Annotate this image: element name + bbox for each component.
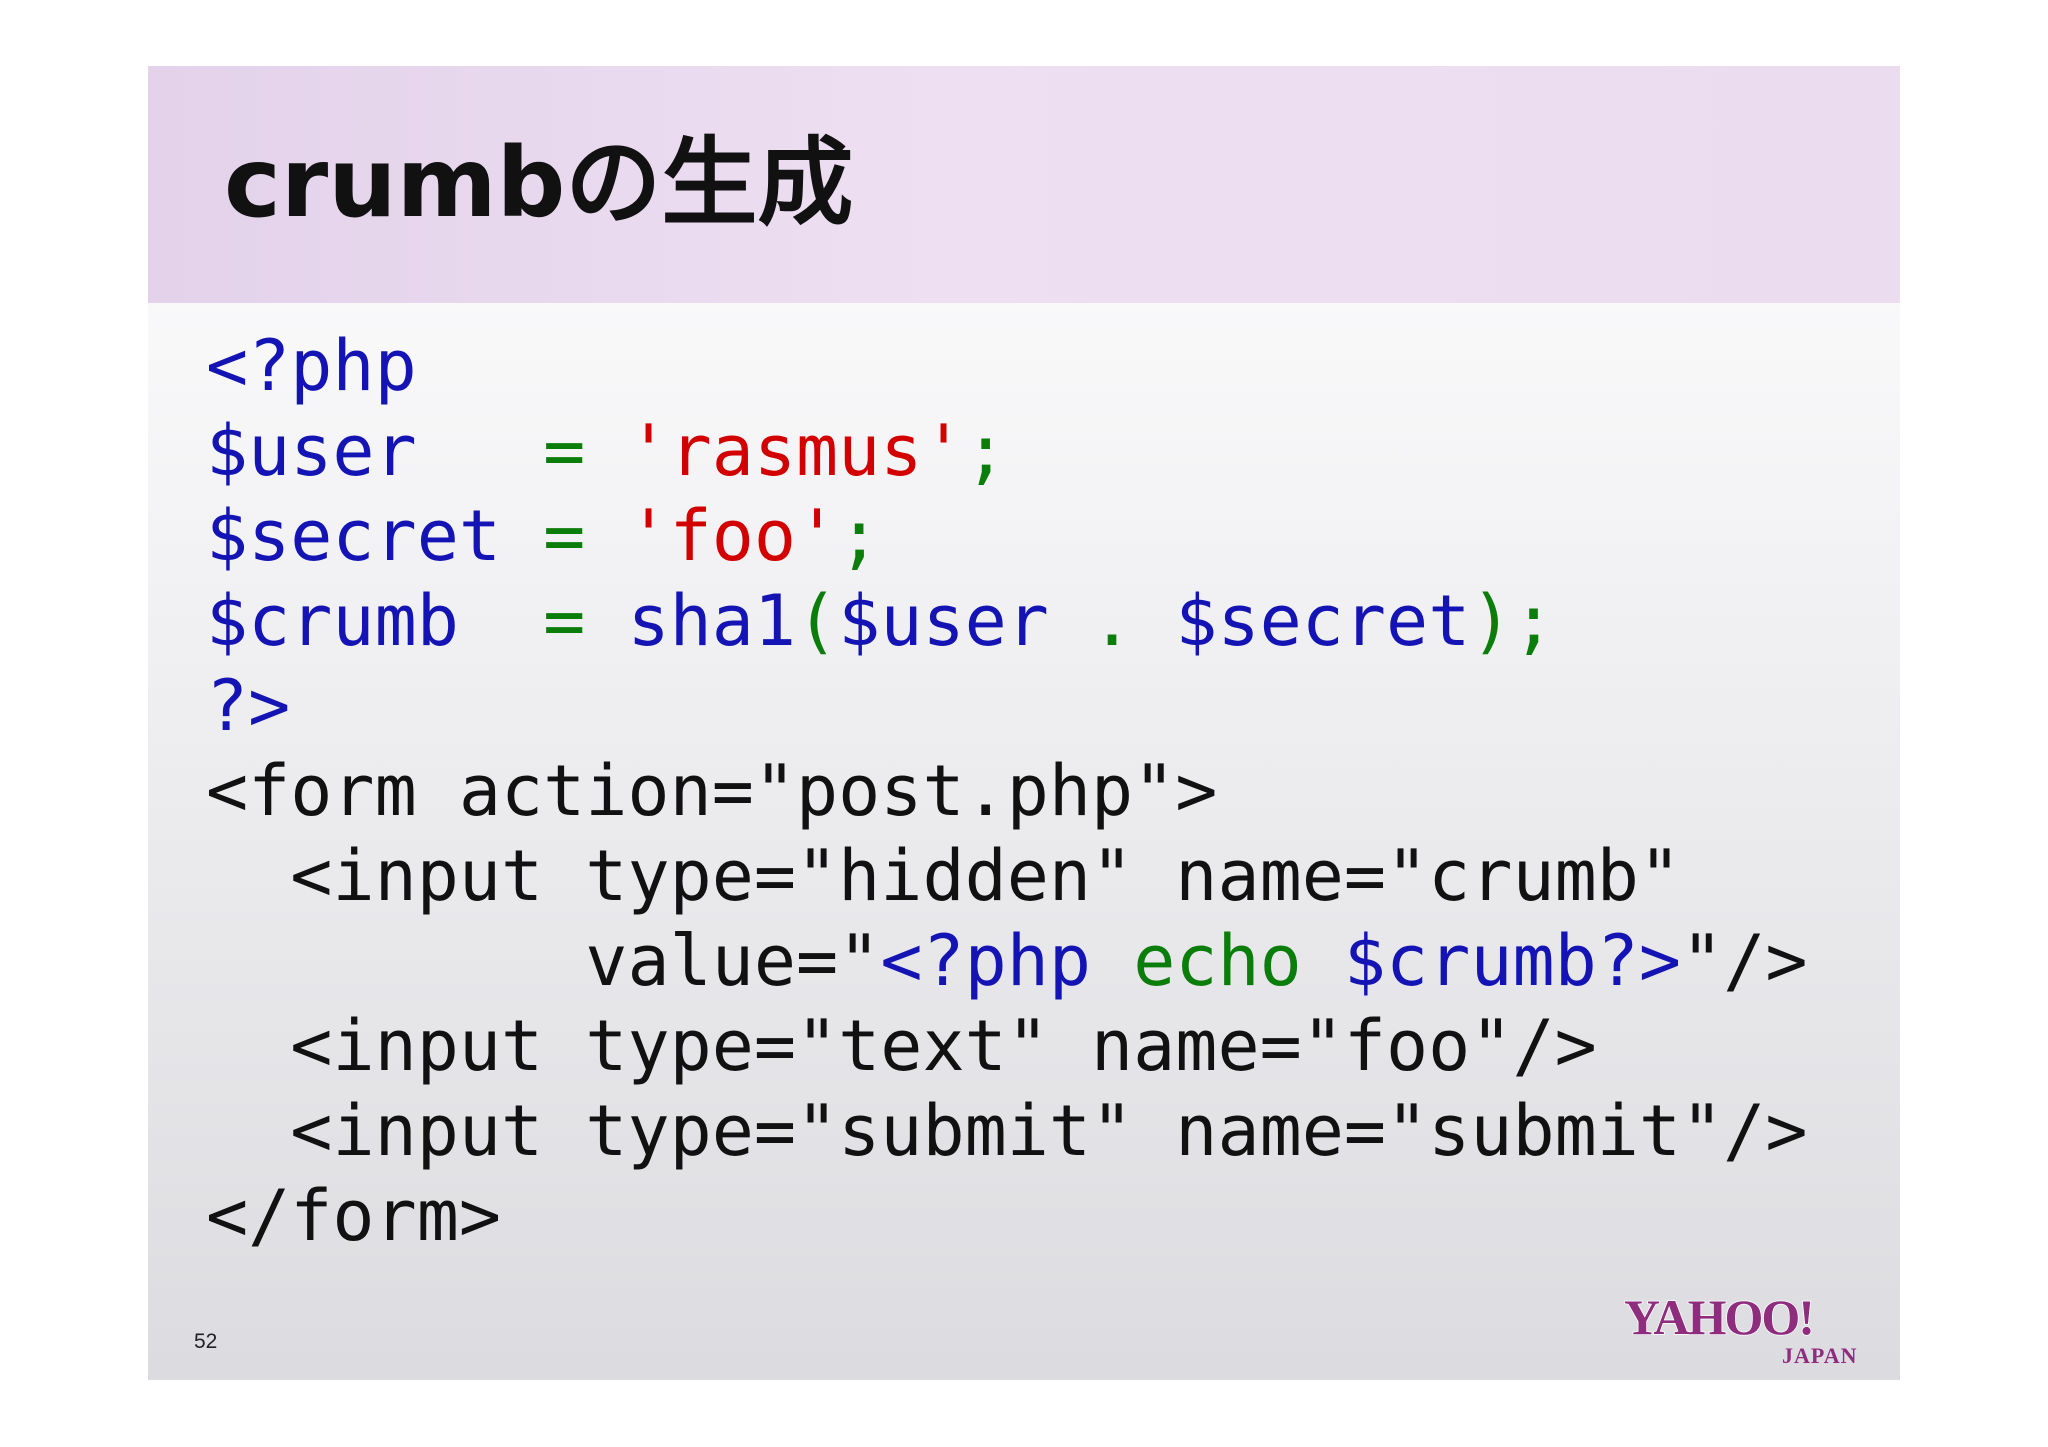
code-token: ?>: [206, 665, 291, 747]
code-token: $user: [206, 410, 417, 492]
code-token: $crumb: [206, 580, 459, 662]
code-line: ?>: [206, 664, 1866, 749]
code-token: =: [416, 410, 628, 492]
code-token: 'foo': [627, 495, 839, 577]
code-token: </form>: [206, 1175, 502, 1257]
code-token: <input type="text" name="foo"/>: [290, 1005, 1597, 1087]
code-token: <input type="submit" name="submit"/>: [290, 1090, 1808, 1172]
code-token: sha1: [627, 580, 797, 662]
code-token: echo: [1133, 920, 1344, 1002]
code-token: value=": [585, 920, 881, 1002]
code-token: <input type="hidden" name="crumb": [290, 835, 1682, 917]
logo-main-text: YAHOO!: [1624, 1289, 1813, 1345]
logo-sub-text: JAPAN: [1782, 1343, 1857, 1368]
code-line: <form action="post.php">: [206, 749, 1866, 834]
code-line: <input type="submit" name="submit"/>: [206, 1089, 1866, 1174]
code-indent: [206, 920, 585, 1002]
code-token: ;: [838, 495, 881, 577]
page-number: 52: [194, 1330, 218, 1353]
code-token: $crumb?>: [1343, 920, 1682, 1002]
slide: crumbの生成 <?php$user = 'rasmus';$secret =…: [148, 66, 1900, 1380]
code-indent: [206, 1090, 290, 1172]
code-token: $secret: [206, 495, 502, 577]
yahoo-japan-logo: YAHOO! JAPAN: [1623, 1288, 1857, 1368]
code-line: value="<?php echo $crumb?>"/>: [206, 919, 1866, 1004]
code-token: =: [458, 580, 628, 662]
code-token: $secret: [1175, 580, 1471, 662]
code-token: $user: [838, 580, 1049, 662]
code-indent: [206, 835, 290, 917]
code-token: 'rasmus': [627, 410, 965, 492]
code-line: <input type="text" name="foo"/>: [206, 1004, 1866, 1089]
code-token: <form action="post.php">: [206, 750, 1218, 832]
code-line: </form>: [206, 1174, 1866, 1259]
code-token: =: [501, 495, 628, 577]
code-token: );: [1470, 580, 1555, 662]
code-token: (: [796, 580, 839, 662]
slide-title: crumbの生成: [224, 127, 854, 239]
code-line: $user = 'rasmus';: [206, 409, 1866, 494]
code-token: ;: [964, 410, 1007, 492]
code-token: <?php: [206, 325, 417, 407]
code-line: <?php: [206, 324, 1866, 409]
code-token: "/>: [1681, 920, 1808, 1002]
code-line: $secret = 'foo';: [206, 494, 1866, 579]
code-indent: [206, 1005, 290, 1087]
code-line: $crumb = sha1($user . $secret);: [206, 579, 1866, 664]
title-bar: crumbの生成: [148, 66, 1900, 303]
code-token: <?php: [880, 920, 1134, 1002]
code-token: .: [1048, 580, 1176, 662]
code-line: <input type="hidden" name="crumb": [206, 834, 1866, 919]
code-block: <?php$user = 'rasmus';$secret = 'foo';$c…: [206, 324, 1866, 1259]
